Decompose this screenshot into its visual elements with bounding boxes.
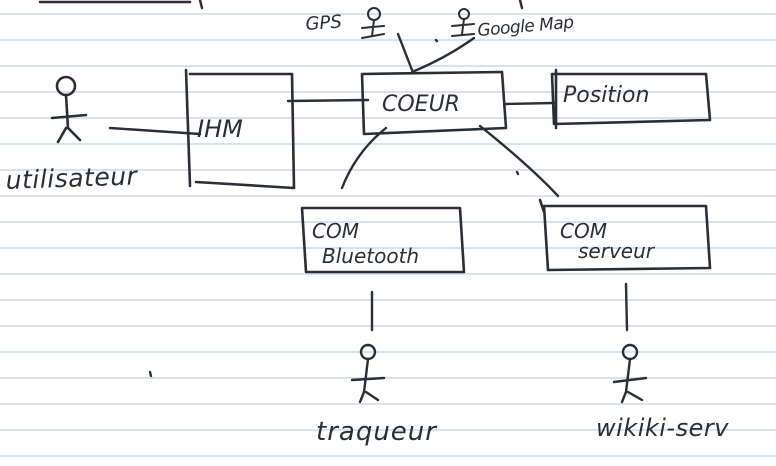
stray-dot-3 (148, 370, 153, 378)
ruled-lines (0, 13, 776, 457)
actor-traqueur (350, 343, 386, 404)
actor-gps-label: GPS (305, 12, 343, 35)
box-position-label: Position (563, 83, 649, 108)
link-utilisateur-ihm (108, 126, 202, 136)
actor-wikiserv-label: wikiki-serv (596, 414, 729, 442)
connectors (108, 32, 629, 378)
box-com-bluetooth-line2: Bluetooth (322, 244, 419, 268)
box-ihm-label: IHM (197, 115, 243, 143)
link-coeur-com-serveur (478, 124, 560, 198)
actor-wikiserv (612, 343, 648, 404)
box-com-serveur (538, 198, 712, 272)
box-coeur-label: COEUR (382, 92, 460, 117)
top-edge-scribble (38, 0, 524, 10)
stray-dot-1 (434, 38, 439, 43)
box-com-serveur-line1: COM (560, 219, 607, 243)
actor-traqueur-label: traqueur (316, 417, 438, 447)
box-coeur (360, 70, 508, 136)
link-serveur-wikiserv (624, 282, 629, 332)
box-ihm (184, 68, 296, 190)
actor-utilisateur-label: utilisateur (5, 161, 139, 195)
box-position (550, 68, 712, 130)
link-ihm-coeur (286, 98, 370, 103)
actor-google-map (451, 8, 475, 37)
box-com-bluetooth-line1: COM (312, 219, 359, 243)
box-com-serveur-line2: serveur (578, 239, 656, 263)
stray-dot-2 (515, 170, 520, 176)
actor-utilisateur (50, 75, 88, 144)
link-google-coeur (410, 36, 476, 74)
link-coeur-com-bluetooth (340, 126, 388, 190)
actor-gps (361, 7, 385, 39)
link-gps-coeur (396, 32, 414, 72)
box-com-bluetooth (300, 206, 466, 274)
link-coeur-position (504, 101, 556, 106)
